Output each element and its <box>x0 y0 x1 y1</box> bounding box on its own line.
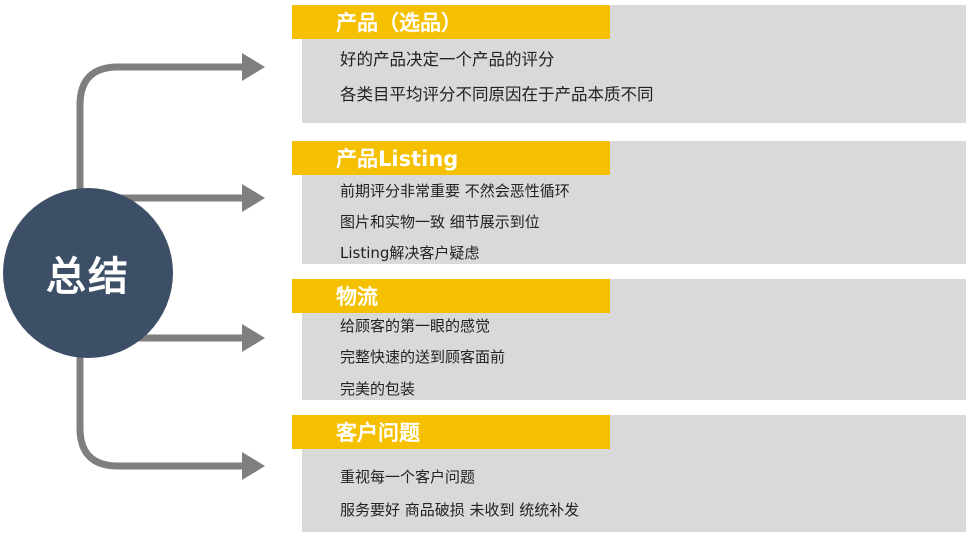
arrowhead-1 <box>242 53 265 81</box>
header-customer-issues: 客户问题 <box>292 415 610 449</box>
section-item: 重视每一个客户问题 <box>340 468 476 486</box>
header-product-listing: 产品Listing <box>292 141 610 175</box>
section-title: 产品（选品） <box>336 11 462 35</box>
section-item: 完美的包装 <box>340 380 416 398</box>
header-product-selection: 产品（选品） <box>292 5 610 39</box>
section-item: 服务要好 商品破损 未收到 统统补发 <box>340 501 580 519</box>
section-item: 前期评分非常重要 不然会恶性循环 <box>340 182 570 200</box>
section-item: Listing解决客户疑虑 <box>340 244 480 262</box>
arrowhead-3 <box>242 324 265 352</box>
section-item: 图片和实物一致 细节展示到位 <box>340 213 540 231</box>
section-title: 物流 <box>336 285 378 309</box>
section-item: 各类目平均评分不同原因在于产品本质不同 <box>340 85 654 104</box>
summary-hub-circle: 总结 <box>3 188 173 358</box>
section-title: 客户问题 <box>336 421 420 445</box>
arrowhead-4 <box>242 452 265 480</box>
arrow-to-product-selection <box>76 63 249 196</box>
header-logistics: 物流 <box>292 279 610 313</box>
hub-label: 总结 <box>46 254 130 300</box>
section-title: 产品Listing <box>336 147 459 171</box>
arrowhead-2 <box>242 184 265 212</box>
section-item: 完整快速的送到顾客面前 <box>340 348 506 366</box>
section-item: 好的产品决定一个产品的评分 <box>340 50 555 69</box>
arrow-to-customer-issues <box>76 348 249 470</box>
section-item: 给顾客的第一眼的感觉 <box>340 317 491 335</box>
